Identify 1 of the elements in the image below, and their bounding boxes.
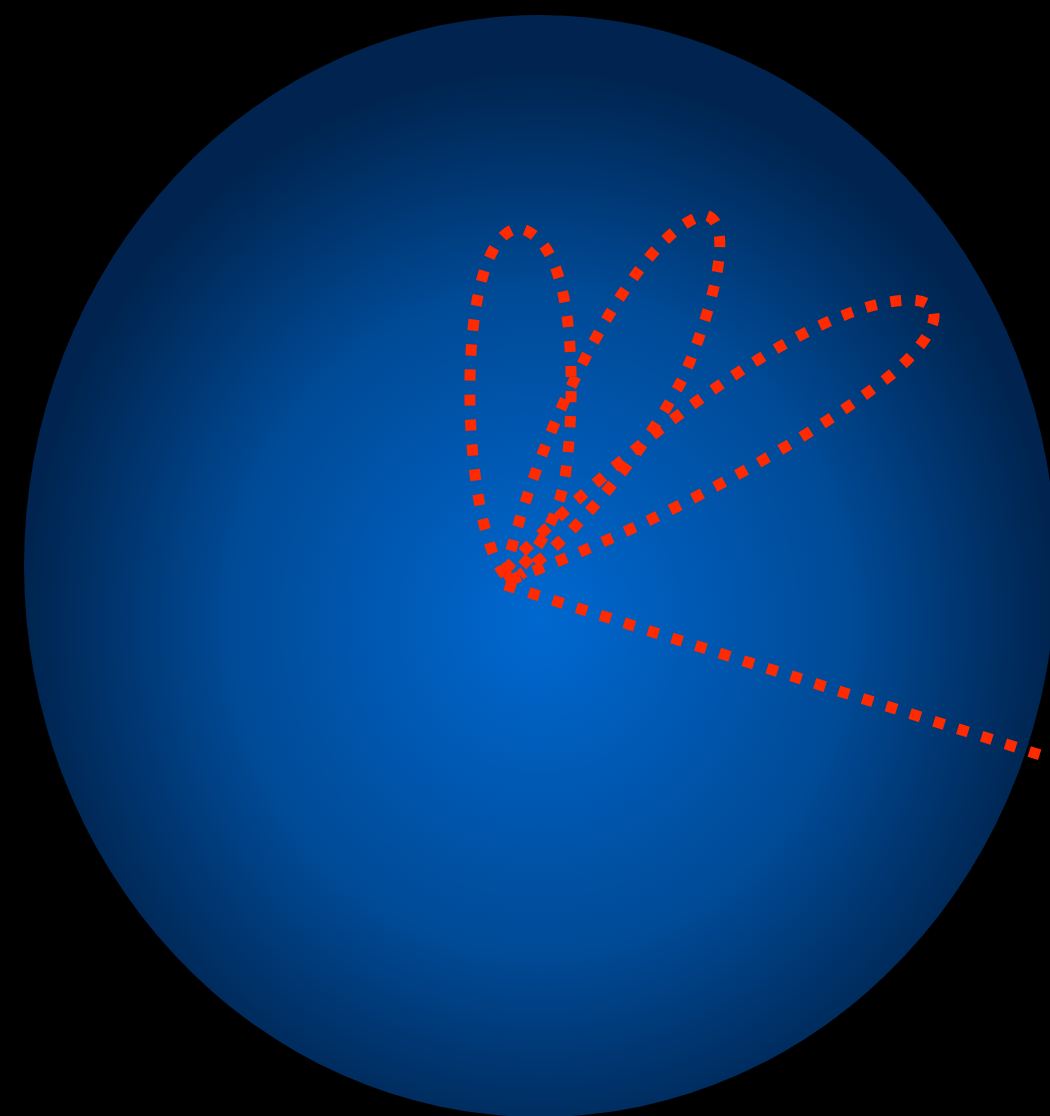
sphere-drawing: [24, 15, 1050, 1116]
